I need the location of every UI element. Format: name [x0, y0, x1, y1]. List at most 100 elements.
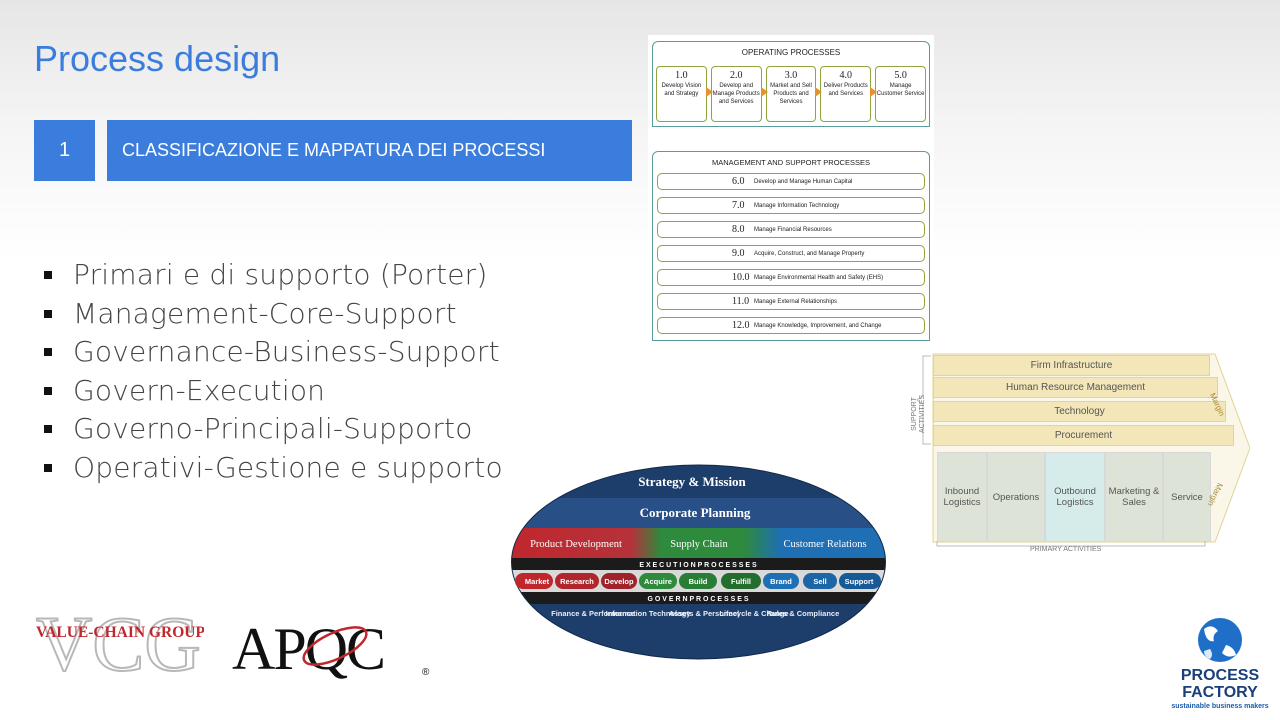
apqc-process-framework: OPERATING PROCESSES 1.0 Develop Vision a… [648, 35, 934, 345]
process-factory-tagline: sustainable business makers [1171, 703, 1269, 710]
process-number: 6.0 [732, 176, 745, 187]
execution-step-pill [803, 573, 837, 589]
operating-process-item: 2.0 Develop and Manage Products and Serv… [710, 66, 768, 122]
process-factory-globe-icon [1198, 618, 1242, 662]
porter-value-chain: SUPPORT ACTIVITIES Firm Infrastructure H… [905, 350, 1250, 562]
vcg-oval-outline [511, 464, 886, 660]
arrow-right-icon [870, 87, 878, 97]
bullet-item: Primari e di supporto (Porter) [44, 256, 503, 295]
primary-activities-bracket [936, 541, 1206, 547]
execution-step-label: Market [525, 577, 550, 586]
execution-step-pill [763, 573, 799, 589]
bullet-square-icon [44, 309, 52, 318]
govern-item: Information Technology [606, 609, 692, 618]
arrow-right-icon [815, 87, 823, 97]
bullet-square-icon [44, 348, 52, 357]
execution-label-band [511, 558, 886, 570]
execution-step-pill [679, 573, 717, 589]
process-number: 2.0 [729, 70, 743, 81]
execution-step-label: Brand [770, 577, 792, 586]
support-process-row: 7.0 Manage Information Technology [657, 197, 925, 214]
bullet-list: Primari e di supporto (Porter) Managemen… [44, 256, 503, 487]
govern-item: Assets & Personnel [669, 609, 739, 618]
segments-band [511, 528, 886, 558]
bullet-square-icon [44, 425, 52, 434]
bullet-text: Governance-Business-Support [73, 335, 500, 369]
bullet-item: Management-Core-Support [44, 295, 503, 334]
process-text: Manage Environmental Health and Safety (… [754, 274, 884, 281]
operating-process-item: 1.0 Develop Vision and Strategy [656, 66, 713, 122]
bullet-item: Operativi-Gestione e supporto [44, 449, 503, 488]
primary-activity-column: Service [1163, 452, 1211, 542]
execution-step-label: Acquire [644, 577, 672, 586]
process-text: Manage Information Technology [754, 202, 840, 209]
bullet-text: Primari e di supporto (Porter) [73, 258, 488, 292]
execution-step-label: Fulfill [731, 577, 751, 586]
segment-label: Supply Chain [670, 539, 728, 550]
govern-item: Lifecycle & Change [719, 609, 788, 618]
process-number: 8.0 [732, 224, 745, 235]
process-text: Deliver Products and Services [823, 83, 868, 97]
primary-activity-column: Operations [987, 452, 1045, 542]
govern-item: Rules & Compliance [767, 609, 840, 618]
vcg-logo-mark: VCG [36, 600, 201, 685]
process-text: Develop and Manage Products and Services [712, 83, 760, 105]
pf-line2: FACTORY [1182, 684, 1258, 701]
process-text: Market and Sell Products and Services [770, 83, 812, 105]
process-number: 11.0 [732, 296, 750, 307]
execution-step-label: Support [845, 577, 874, 586]
segment-label: Customer Relations [783, 539, 866, 550]
bullet-item: Govern-Execution [44, 372, 503, 411]
bullet-square-icon [44, 386, 52, 395]
process-text: Manage External Relationships [754, 298, 838, 305]
apqc-swoosh-icon [302, 626, 368, 666]
corporate-planning-band [511, 498, 886, 528]
govern-label-band [511, 592, 886, 604]
process-number: 3.0 [784, 70, 798, 81]
process-number: 7.0 [732, 200, 745, 211]
slide-title: Process design [34, 38, 281, 79]
support-activity-bar: Procurement [933, 425, 1234, 446]
execution-step-label: Sell [813, 577, 826, 586]
execution-processes-label: E X E C U T I O N P R O C E S S E S [639, 562, 757, 569]
bullet-item: Governo-Principali-Supporto [44, 410, 503, 449]
support-activity-bar: Technology [933, 401, 1226, 422]
support-activity-bar: Human Resource Management [933, 377, 1218, 398]
process-number: 4.0 [839, 70, 853, 81]
arrow-right-icon [760, 87, 768, 97]
primary-activities-label: PRIMARY ACTIVITIES [1030, 546, 1102, 553]
primary-activity-column: Outbound Logistics [1045, 452, 1105, 542]
process-text: Manage Customer Service [876, 83, 925, 97]
apqc-logo: APQC ® [232, 612, 437, 682]
bullet-text: Management-Core-Support [73, 296, 457, 330]
govern-processes-label: G O V E R N P R O C E S S E S [647, 596, 748, 603]
support-activities-label: SUPPORT ACTIVITIES [911, 394, 926, 434]
apqc-logo-graphic: APQC ® [232, 616, 430, 682]
process-text: Acquire, Construct, and Manage Property [754, 250, 865, 257]
execution-step-pill [839, 573, 881, 589]
segment-label: Product Development [530, 539, 622, 550]
process-number: 5.0 [894, 70, 907, 81]
section-number-badge: 1 [34, 120, 95, 181]
execution-step-label: Develop [604, 577, 634, 586]
process-number: 12.0 [732, 320, 750, 331]
operating-process-item: 5.0 Manage Customer Service [875, 66, 926, 122]
section-title-banner: CLASSIFICAZIONE E MAPPATURA DEI PROCESSI [107, 120, 632, 181]
execution-step-pill [721, 573, 761, 589]
bullet-text: Govern-Execution [73, 373, 326, 407]
vcg-logo-graphic: VCG VALUE-CHAIN GROUP [35, 599, 205, 688]
value-chain-group-logo: VCG VALUE-CHAIN GROUP [34, 599, 205, 688]
bullet-square-icon [44, 271, 52, 280]
pf-line1: PROCESS [1180, 667, 1260, 684]
execution-step-pill [601, 573, 637, 589]
arrow-right-icon [705, 87, 713, 97]
primary-activity-column: Inbound Logistics [937, 452, 987, 542]
operating-process-item: 3.0 Market and Sell Products and Service… [765, 66, 823, 122]
operating-processes-box: OPERATING PROCESSES 1.0 Develop Vision a… [652, 41, 930, 127]
